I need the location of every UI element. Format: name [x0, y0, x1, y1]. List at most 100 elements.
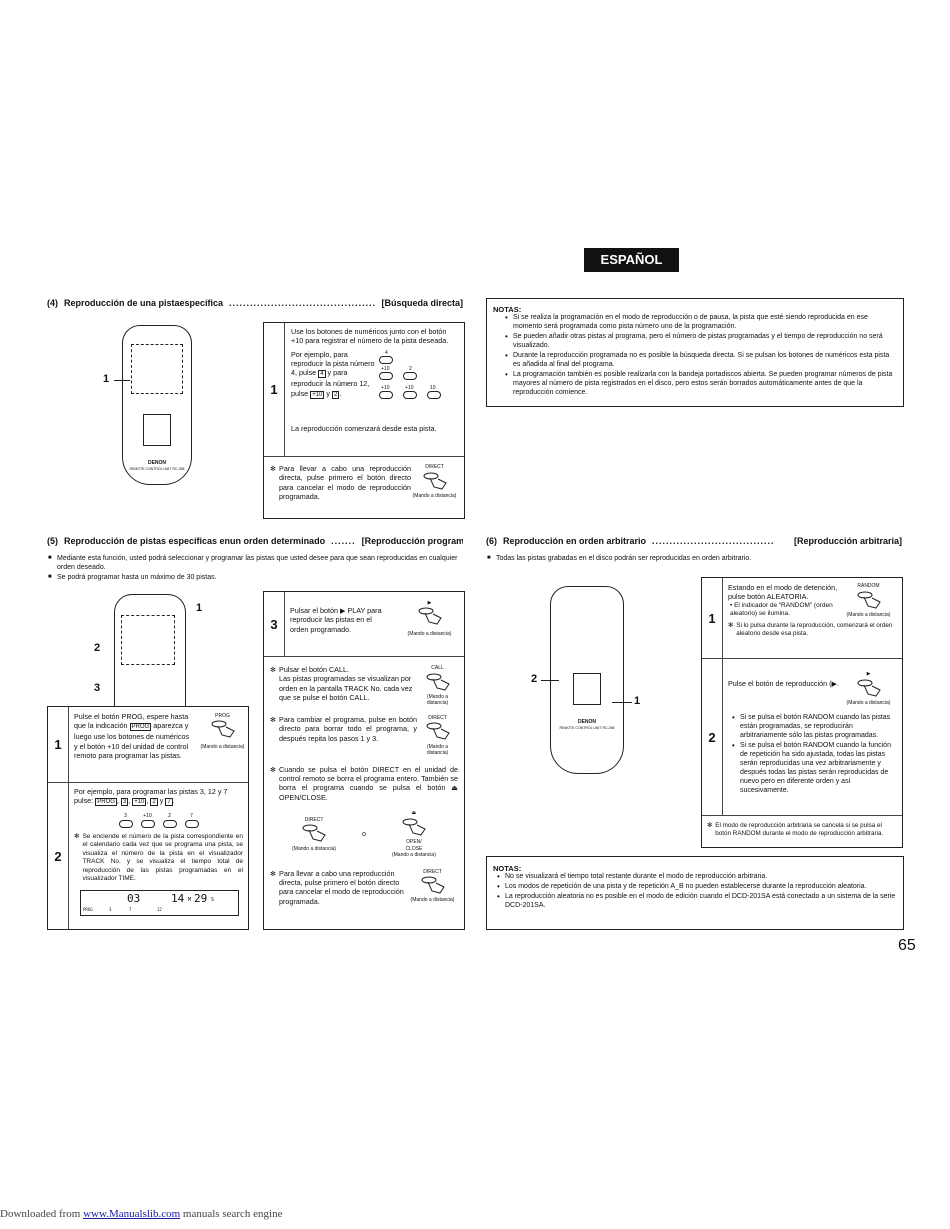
key-prog: PROG	[95, 798, 117, 807]
hand-press-icon	[857, 679, 881, 697]
step-number: 2	[48, 783, 69, 929]
button-plus10-icon	[140, 819, 155, 828]
remote-brand: DENON	[147, 460, 167, 466]
section-5-steps-right: 3 Pulsar el botón ▶ PLAY para reproducir…	[263, 591, 465, 930]
note-item: Si se realiza la programación en el modo…	[505, 313, 897, 332]
numeric-keys-highlight	[131, 344, 183, 394]
lcd-track: 03	[127, 891, 141, 905]
note-item: Los modos de repetición de una pista y d…	[497, 882, 897, 892]
step-2-text: Por ejemplo, para programar las pistas 3…	[74, 787, 228, 807]
asterisk-icon: ✻	[270, 665, 277, 674]
callout-line	[541, 680, 559, 681]
callout-2: 2	[94, 642, 101, 654]
note-item: La programación también es posible reali…	[505, 370, 897, 398]
asterisk-icon: ✻	[707, 822, 713, 829]
step-1-example: Por ejemplo, para reproducir la pista nú…	[291, 349, 375, 399]
sequence-buttons: 3 +10 2 7	[74, 813, 243, 830]
notes-list: Si se realiza la programación en el modo…	[493, 313, 897, 398]
notes-title: NOTAS:	[493, 864, 522, 873]
direct-button-figure: DIRECT (Mando a distancia)	[412, 464, 457, 499]
remote-control-illustration	[114, 594, 186, 725]
remote-model: REMOTE CONTROL UNIT RC-268	[129, 467, 185, 471]
section-5-notes: ✻ Pulsar el botón CALL. Las pistas progr…	[264, 657, 464, 914]
random-button-figure: RANDOM (Mando a distancia)	[846, 583, 891, 618]
step-1-note: ✻ Si lo pulsa durante la reproducción, c…	[728, 621, 893, 637]
step-1-text: Pulse el botón PROG, espere hasta que la…	[74, 712, 190, 760]
callout-1: 1	[103, 373, 110, 385]
play-icon: ▶	[427, 600, 432, 606]
step-2-content: Pulse el botón de reproducción (▶. ▶ (Ma…	[723, 659, 902, 815]
note-direct-playback: ✻ Para llevar a cabo una reproducción di…	[270, 868, 455, 906]
step-2-row: 2 Pulse el botón de reproducción (▶. ▶ (…	[702, 659, 902, 816]
hand-press-icon	[418, 607, 442, 625]
step-1-content: Use los botones de numéricos junto con e…	[285, 323, 464, 456]
remote-brand: DENON	[577, 719, 597, 725]
step-2-note: ✻ Se enciende el número de la pista corr…	[74, 833, 243, 883]
step-2-list: Si se pulsa el botón RANDOM cuando las p…	[728, 713, 897, 796]
notes-top: NOTAS: Si se realiza la programación en …	[486, 298, 904, 407]
step-1-result: La reproducción comenzará desde esta pis…	[291, 423, 437, 433]
notes-title: NOTAS:	[493, 305, 522, 314]
remote-control-illustration: DENON REMOTE CONTROL UNIT RC-268	[550, 586, 624, 774]
key-2: 2	[150, 798, 158, 807]
section-5-bullets: Mediante esta función, usted podrá selec…	[47, 555, 475, 584]
prog-button-figure: PROG (Mando a distancia)	[200, 713, 245, 750]
hand-press-icon	[302, 824, 326, 842]
step-2-content: Por ejemplo, para programar las pistas 3…	[69, 783, 248, 929]
notes-list: No se visualizará el tiempo total restan…	[493, 872, 897, 911]
step-1-row: 1 Use los botones de numéricos junto con…	[264, 323, 464, 457]
hand-press-icon	[421, 876, 445, 894]
section-5-title: (5) Reproducción de pistas específicas e…	[47, 536, 463, 546]
callout-1: 1	[196, 602, 203, 614]
note-item: No se visualizará el tiempo total restan…	[497, 872, 897, 882]
button-4-icon	[379, 355, 393, 364]
button-10-icon	[427, 390, 441, 399]
direct-open-close-figure: DIRECT (Mando a distancia) o ⏏ OPEN/ CLO…	[292, 810, 436, 859]
remote-center-panel	[573, 673, 601, 705]
button-2-icon	[162, 819, 177, 828]
key-prog: PROG	[129, 723, 152, 732]
section-tag: [Búsqueda directa]	[381, 298, 463, 308]
step-number: 1	[48, 707, 69, 782]
step-1-row: 1 Estando en el modo de detención, pulse…	[702, 578, 902, 659]
asterisk-icon: ✻	[270, 764, 277, 774]
section-6-bullets: Todas las pistas grabadas en el disco po…	[486, 555, 914, 565]
hand-press-icon	[426, 673, 450, 691]
section-tag: [Reproducción arbitraria]	[793, 536, 902, 546]
section-4-steps: 1 Use los botones de numéricos junto con…	[263, 322, 465, 519]
button-7-icon	[184, 819, 199, 828]
page-number: 65	[898, 937, 916, 954]
list-item: Si se pulsa el botón RANDOM cuando las p…	[732, 713, 897, 741]
play-icon: ▶	[866, 671, 871, 677]
footer: Downloaded from www.Manualslib.com manua…	[0, 1208, 283, 1220]
key-3: 3	[120, 798, 129, 807]
note-item: Se pueden añadir otras pistas al program…	[505, 332, 897, 351]
step-1-content: Estando en el modo de detención, pulse b…	[723, 578, 902, 658]
manualslib-link[interactable]: www.Manualslib.com	[83, 1208, 181, 1220]
section-6-steps: 1 Estando en el modo de detención, pulse…	[701, 577, 903, 848]
asterisk-icon: ✻	[74, 833, 80, 841]
asterisk-icon: ✻	[270, 464, 277, 473]
eject-icon: ⏏	[411, 810, 417, 817]
section-4-note: ✻ Para llevar a cabo una reproducción di…	[270, 464, 457, 502]
step-2-row: 2 Por ejemplo, para programar las pistas…	[48, 783, 248, 929]
section-5-steps-left: 1 Pulse el botón PROG, espere hasta que …	[47, 706, 249, 930]
leader-dots: ........................................…	[229, 298, 376, 308]
button-diagram: 4 +10 2 +10 +10 10	[379, 350, 458, 410]
list-item: Si se pulsa el botón RANDOM cuando la fu…	[732, 741, 897, 796]
section-tag: [Reproducción programada]	[361, 536, 463, 546]
note-item: Durante la reproducción programada no es…	[505, 351, 897, 370]
numeric-keys-highlight	[121, 615, 175, 665]
button-2-icon	[403, 371, 417, 380]
leader-dots: .......	[331, 536, 356, 546]
asterisk-icon: ✻	[270, 868, 277, 878]
step-number: 2	[702, 659, 723, 815]
play-button-figure: ▶ (Mando a distancia)	[395, 592, 464, 656]
hand-press-icon	[211, 720, 235, 738]
play-button-figure: ▶ (Mando a distancia)	[840, 671, 897, 706]
callout-line	[114, 380, 130, 381]
hand-press-icon	[402, 818, 426, 836]
key-7: 7	[165, 798, 173, 807]
remote-center-panel	[143, 414, 171, 446]
button-3-icon	[118, 819, 133, 828]
